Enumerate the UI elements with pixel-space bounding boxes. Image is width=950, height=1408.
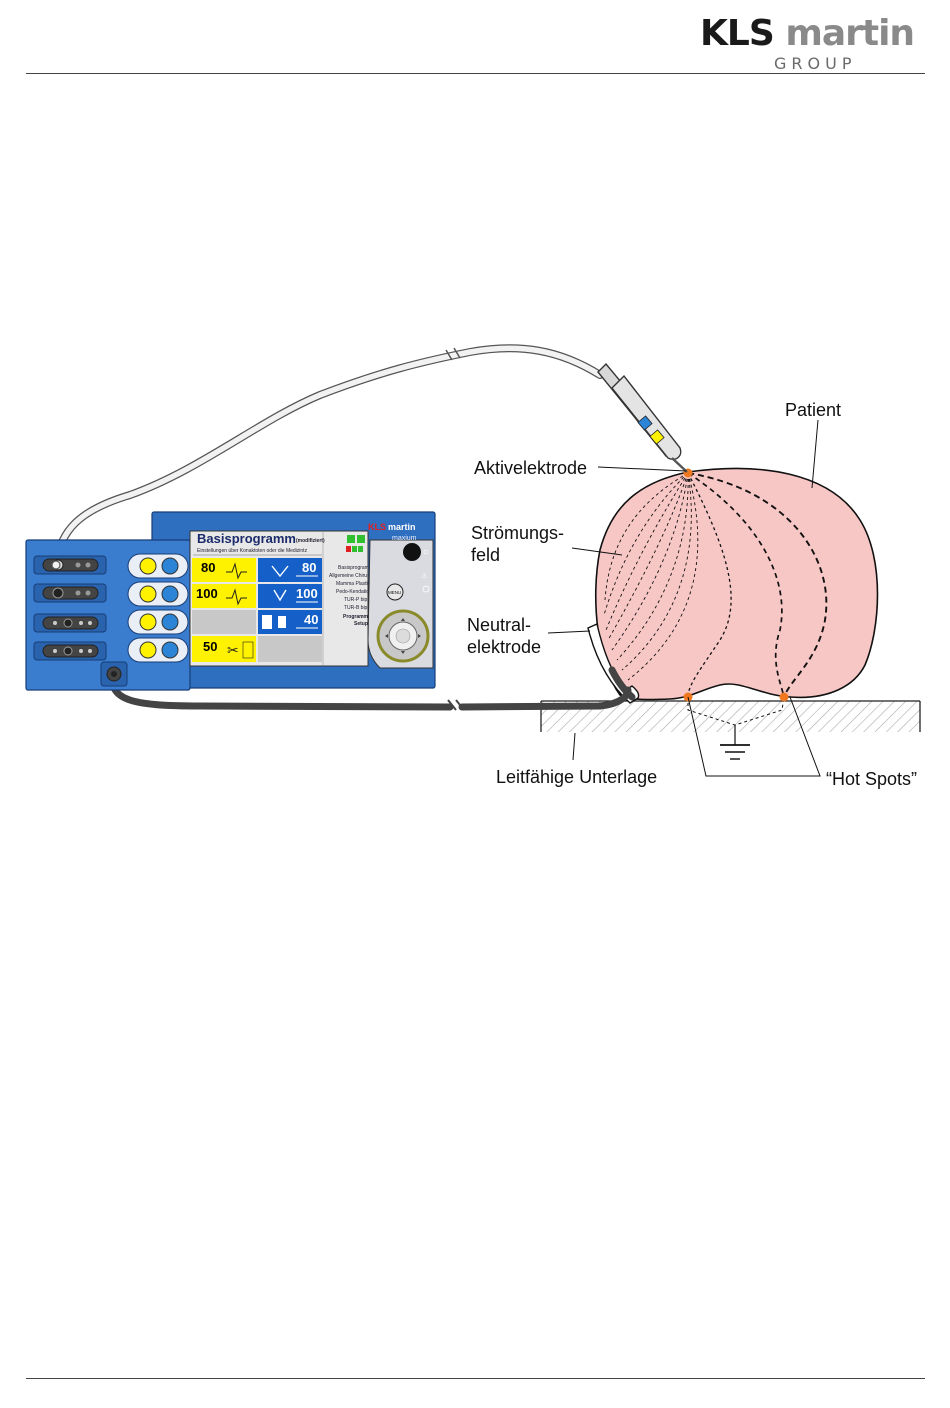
menu-item-1: Basisprogramm (338, 565, 373, 571)
hot-spot-right (779, 692, 789, 702)
power-knob (403, 543, 421, 561)
menu-item-4: Pedo-Kendation (336, 589, 372, 595)
label-neutral-line1: Neutral- (467, 615, 531, 635)
svg-text:MENU: MENU (388, 590, 401, 595)
header-rule (26, 73, 925, 74)
label-flow-field-line2: feld (471, 545, 500, 565)
label-patient: Patient (785, 400, 841, 420)
current-flow-field (603, 472, 828, 698)
cable-break-mark (447, 699, 465, 711)
control-panel: KLS martin maxium MENU ⚠ (367, 522, 434, 669)
menu-item-2: Allgemeine Chirurgie (329, 573, 376, 579)
handpiece-yellow-button (649, 429, 665, 445)
patient-body (594, 467, 879, 701)
handpiece-blue-button (637, 415, 653, 431)
label-conductive-pad: Leitfähige Unterlage (496, 767, 657, 787)
leader-lines (547, 419, 821, 777)
programs-label: Programme (343, 614, 371, 620)
label-hot-spots: “Hot Spots” (826, 769, 917, 789)
value-coag-1: 80 (302, 560, 316, 575)
value-cut-2: 100 (196, 586, 218, 601)
label-neutral-line2: elektrode (467, 637, 541, 657)
brand-kls: KLS (368, 522, 386, 532)
menu-item-3: Mamma Plastik (336, 581, 371, 587)
kls-martin-logo: KLS martin GROUP (700, 14, 930, 74)
menu-button[interactable] (386, 583, 404, 601)
menu-item-6: TUR-B bipo (344, 605, 370, 611)
warning-icon: ⚠ (421, 572, 428, 580)
footer-rule (26, 1378, 925, 1379)
value-coag-3: 40 (304, 612, 318, 627)
scissors-icon: ✂ (227, 643, 239, 659)
electrode-handpiece (597, 362, 688, 473)
label-active-electrode: Aktivelektrode (474, 458, 587, 478)
logo-wordmark: KLS martin (700, 13, 915, 54)
value-coag-2: 100 (296, 586, 318, 601)
brand-martin: martin (388, 522, 416, 532)
screen-title: Basisprogramm (197, 531, 296, 546)
conductive-pad (540, 700, 921, 732)
menu-item-5: TUR-P bipo (344, 597, 370, 603)
ground-connection (687, 696, 785, 760)
electrosurgical-generator: Basisprogramm (modifiziert) Einstellunge… (25, 511, 436, 691)
screen-subtitle: Einstellungen über Konaktoten oder die M… (197, 548, 308, 554)
handpiece-indicators (127, 553, 189, 663)
screen-status: (modifiziert) (296, 538, 325, 544)
setup-label: Setup (354, 621, 368, 627)
label-flow-field-line1: Strömungs- (471, 523, 564, 543)
value-bipolar: 50 (203, 639, 217, 654)
value-cut-1: 80 (201, 560, 215, 575)
model-name: maxium (392, 535, 417, 542)
logo-group-text: GROUP (774, 54, 857, 73)
generator-screen: Basisprogramm (modifiziert) Einstellunge… (189, 530, 376, 667)
